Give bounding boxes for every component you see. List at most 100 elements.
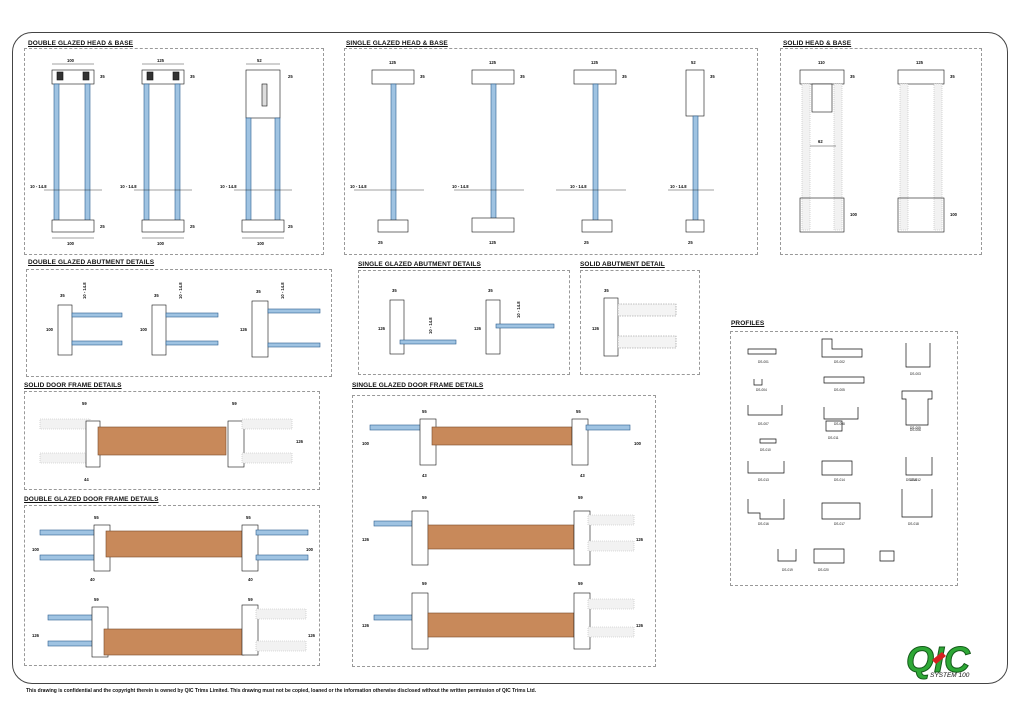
svg-text:55: 55	[94, 515, 99, 520]
svg-text:35: 35	[256, 289, 261, 294]
svg-text:100: 100	[850, 212, 858, 217]
svg-text:59: 59	[422, 581, 427, 586]
svg-text:10 - 14.8: 10 - 14.8	[82, 282, 87, 299]
svg-text:40: 40	[90, 577, 95, 582]
panel-sg-head-base	[344, 48, 758, 255]
title-solid-head-base: SOLID HEAD & BASE	[783, 40, 852, 47]
svg-text:35: 35	[190, 74, 195, 79]
svg-text:10 - 14.8: 10 - 14.8	[516, 301, 521, 318]
svg-text:43: 43	[422, 473, 427, 478]
title-solid-abutment: SOLID ABUTMENT DETAIL	[580, 261, 665, 268]
svg-text:59: 59	[82, 401, 87, 406]
profile-code-label: DS-020	[818, 568, 829, 572]
svg-text:126: 126	[378, 326, 386, 331]
profile-code-label: DS-013	[758, 478, 769, 482]
profile-code-label: DS-019	[782, 568, 793, 572]
svg-text:100: 100	[67, 241, 75, 246]
svg-text:62: 62	[818, 139, 823, 144]
svg-text:59: 59	[422, 495, 427, 500]
svg-text:126: 126	[362, 537, 370, 542]
svg-text:126: 126	[474, 326, 482, 331]
drawing-sheet-border	[12, 32, 1008, 684]
svg-text:126: 126	[636, 623, 644, 628]
profile-code-label: DS-005	[834, 388, 845, 392]
svg-text:126: 126	[362, 623, 370, 628]
drawing-sg-door: 55 55 43 43 100 100 59 59 126 126 59 59 …	[362, 409, 644, 650]
drawing-solid-head-base: 110 125 62 35 35 100 100	[799, 60, 958, 233]
drawing-solid-door: 59 59 44 126	[39, 401, 304, 482]
svg-text:35: 35	[950, 74, 955, 79]
drawing-dg-door: 55 55 40 40 100 100 59 59 126 126	[32, 515, 316, 658]
svg-text:10 - 14.8: 10 - 14.8	[280, 282, 285, 299]
svg-text:35: 35	[622, 74, 627, 79]
svg-text:25: 25	[584, 240, 589, 245]
drawing-sg-head-base: 125 125 125 52 10 - 14.8 10 - 14.8 10 - …	[350, 60, 715, 245]
svg-text:10 - 14.8: 10 - 14.8	[570, 184, 587, 189]
svg-text:126: 126	[296, 439, 304, 444]
svg-text:55: 55	[576, 409, 581, 414]
profile-code-label: DS-001	[758, 360, 769, 364]
profile-code-label: DS-015	[906, 478, 917, 482]
panel-solid-door	[24, 391, 320, 490]
svg-text:125: 125	[157, 58, 165, 63]
svg-text:10 - 14.8: 10 - 14.8	[120, 184, 137, 189]
svg-text:25: 25	[288, 74, 293, 79]
profile-code-label: DS-016	[758, 522, 769, 526]
panel-dg-door	[24, 505, 320, 666]
panel-sg-abutment	[358, 270, 570, 375]
profile-code-label: DS-008	[834, 422, 845, 426]
qic-logo-icon: QIC	[906, 639, 972, 681]
panel-dg-head-base	[24, 48, 324, 255]
svg-text:52: 52	[691, 60, 696, 65]
svg-text:100: 100	[32, 547, 40, 552]
svg-text:25: 25	[688, 240, 693, 245]
svg-text:25: 25	[288, 224, 293, 229]
svg-text:59: 59	[232, 401, 237, 406]
svg-text:35: 35	[520, 74, 525, 79]
profile-code-label: DS-002	[834, 360, 845, 364]
svg-text:59: 59	[94, 597, 99, 602]
logo-subtitle: SYSTEM 100	[930, 672, 970, 679]
profile-code-label: DS-004	[756, 388, 767, 392]
svg-text:110: 110	[818, 60, 825, 65]
svg-text:25: 25	[378, 240, 383, 245]
svg-text:59: 59	[578, 495, 583, 500]
title-sg-head-base: SINGLE GLAZED HEAD & BASE	[346, 40, 448, 47]
svg-text:59: 59	[248, 597, 253, 602]
profile-code-label: DS-014	[834, 478, 845, 482]
title-sg-abutment: SINGLE GLAZED ABUTMENT DETAILS	[358, 261, 481, 268]
svg-text:10 - 14.8: 10 - 14.8	[670, 184, 687, 189]
svg-text:55: 55	[246, 515, 251, 520]
title-dg-head-base: DOUBLE GLAZED HEAD & BASE	[28, 40, 134, 47]
title-dg-door: DOUBLE GLAZED DOOR FRAME DETAILS	[24, 496, 159, 503]
panel-sg-door	[352, 395, 656, 667]
drawing-sg-abutment: 35 35 126 126 10 - 14.8 10 - 14.8	[378, 288, 555, 355]
svg-text:126: 126	[592, 326, 600, 331]
panel-dg-abutment	[26, 269, 332, 377]
svg-text:25: 25	[100, 224, 105, 229]
svg-text:125: 125	[591, 60, 599, 65]
svg-text:10 - 14.8: 10 - 14.8	[350, 184, 367, 189]
svg-text:44: 44	[84, 477, 89, 482]
profile-code-label: DS-012	[910, 478, 921, 482]
svg-text:125: 125	[389, 60, 397, 65]
svg-text:126: 126	[308, 633, 316, 638]
profile-code-label: DS-009	[910, 426, 921, 430]
svg-text:100: 100	[362, 441, 370, 446]
profile-code-label: DS-017	[834, 522, 845, 526]
panel-solid-head-base	[780, 48, 982, 255]
svg-text:100: 100	[257, 241, 265, 246]
title-dg-abutment: DOUBLE GLAZED ABUTMENT DETAILS	[28, 259, 155, 266]
drawing-dg-abutment: 35 35 35 100 100 126 10 - 14.8 10 - 14.8…	[46, 282, 321, 358]
svg-text:10 - 14.8: 10 - 14.8	[30, 184, 47, 189]
svg-text:35: 35	[850, 74, 855, 79]
svg-text:100: 100	[157, 241, 165, 246]
svg-text:126: 126	[32, 633, 40, 638]
title-sg-door: SINGLE GLAZED DOOR FRAME DETAILS	[352, 382, 484, 389]
profile-code-label: DS-010	[760, 448, 771, 452]
svg-text:43: 43	[580, 473, 585, 478]
svg-text:35: 35	[604, 288, 609, 293]
panel-profiles	[730, 331, 958, 586]
